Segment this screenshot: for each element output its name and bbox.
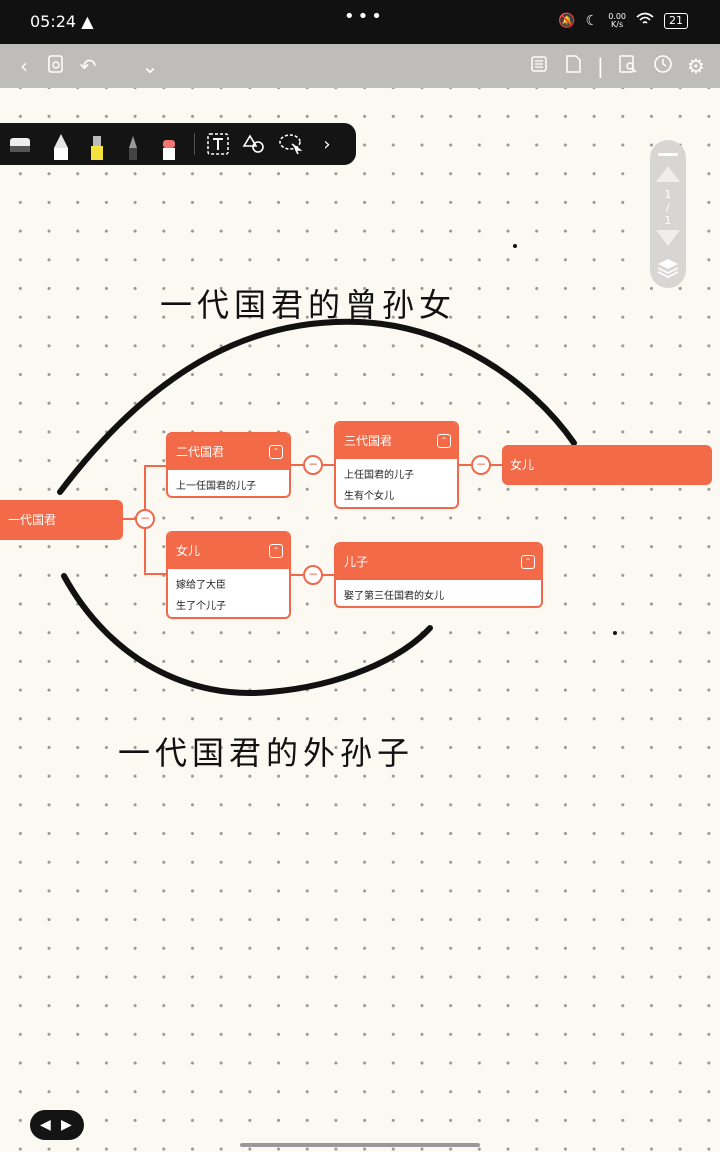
node-daughter-leaf[interactable]: 女儿 [502,445,712,485]
connector [144,573,166,575]
note-canvas[interactable] [0,88,720,1152]
lasso-select-icon[interactable] [278,132,304,158]
chevron-right-icon[interactable]: › [323,134,331,155]
gear-icon[interactable]: ⚙ [687,54,705,78]
node-body: 嫁给了大臣 生了个儿子 [176,580,226,612]
daughter-collapse-toggle[interactable]: − [303,565,323,585]
collapse-note-icon[interactable]: ⌃ [521,555,535,569]
node-body: 上任国君的儿子 生有个女儿 [344,470,414,502]
node-body: 娶了第三任国君的女儿 [344,591,444,602]
page-switcher: ◀ ▶ [30,1110,84,1140]
page-navigator: 1/1 [650,140,686,288]
mindmap-root-node[interactable]: 一代国君 [0,500,123,540]
fountain-pen-icon[interactable] [48,132,74,160]
next-page-icon[interactable]: ▶ [61,1117,72,1133]
mute-bell-icon: 🔕 [558,13,576,29]
toolbar-divider [194,133,195,155]
node-title: 二代国君 ⌃ [168,434,289,470]
home-indicator[interactable] [240,1143,480,1147]
handwritten-title-top: 一代国君的曾孙女 [160,286,457,324]
previous-page-icon[interactable]: ◀ [40,1117,51,1133]
battery-indicator: 21 [664,13,688,29]
toolbar-divider: | [597,54,604,78]
shapes-icon[interactable] [241,132,267,158]
node-daughter[interactable]: 女儿 ⌃ 嫁给了大臣 生了个儿子 [166,531,291,619]
third-ruler-collapse-toggle[interactable]: − [471,455,491,475]
list-icon[interactable] [527,54,551,78]
root-node-label: 一代国君 [8,513,57,527]
page-counter: 1/1 [664,188,672,227]
wifi-icon [636,12,654,30]
node-son[interactable]: 儿子 ⌃ 娶了第三任国君的女儿 [334,542,543,608]
back-icon[interactable]: ‹ [20,54,28,78]
page-up-icon[interactable] [656,166,680,182]
chevron-down-icon[interactable]: ⌄ [141,54,159,78]
pencil-icon[interactable] [120,132,146,160]
collapse-note-icon[interactable]: ⌃ [269,544,283,558]
pen-toolbar: › [0,123,356,165]
node-third-ruler[interactable]: 三代国君 ⌃ 上任国君的儿子 生有个女儿 [334,421,459,509]
more-dots-icon[interactable]: ••• [344,6,385,27]
layers-icon[interactable] [656,256,680,285]
node-title: 女儿 ⌃ [168,533,289,569]
page-down-icon[interactable] [656,230,680,246]
highlighter-icon[interactable] [84,132,110,160]
node-title: 三代国君 ⌃ [336,423,457,459]
daughter-leaf-label: 女儿 [510,458,535,472]
second-ruler-collapse-toggle[interactable]: − [303,455,323,475]
moon-icon: ☾ [585,13,599,29]
color-swatch-icon[interactable] [8,132,34,158]
collapse-note-icon[interactable]: ⌃ [437,434,451,448]
root-collapse-toggle[interactable]: − [135,509,155,529]
node-second-ruler[interactable]: 二代国君 ⌃ 上一任国君的儿子 [166,432,291,498]
collapse-note-icon[interactable]: ⌃ [269,445,283,459]
clock-icon[interactable] [651,54,675,78]
connector [122,518,136,520]
eraser-icon[interactable] [156,132,182,160]
undo-icon[interactable]: ↶ [79,54,97,78]
page-icon[interactable] [561,54,585,78]
connector [144,465,166,467]
handwritten-title-bottom: 一代国君的外孙子 [118,734,415,772]
text-box-icon[interactable] [205,132,231,158]
app-toolbar: ‹ ↶ ⌄ | ⚙ [0,44,720,88]
read-mode-icon[interactable] [44,54,68,78]
status-time: 05:24 ▲ [30,12,94,31]
drag-handle[interactable] [658,153,678,156]
node-body: 上一任国君的儿子 [176,481,256,492]
warning-icon: ▲ [81,12,94,31]
node-title: 儿子 ⌃ [336,544,541,580]
search-page-icon[interactable] [616,54,640,78]
